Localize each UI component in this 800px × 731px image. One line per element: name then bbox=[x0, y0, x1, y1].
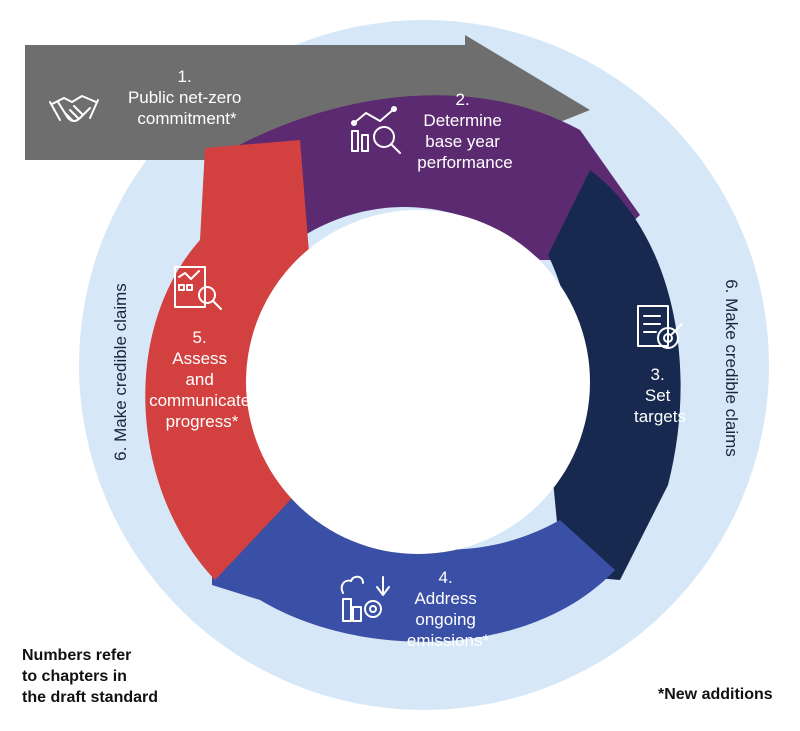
step-4-arrow bbox=[212, 495, 615, 642]
inner-hole bbox=[246, 210, 590, 554]
step-4-line: ongoing bbox=[415, 610, 476, 629]
step-1-label: 1. Public net-zero commitment* bbox=[128, 67, 246, 128]
step-3-label: 3. Set targets bbox=[634, 365, 686, 426]
footnote-line: Numbers refer bbox=[22, 647, 132, 664]
step-4-line: Address bbox=[414, 589, 476, 608]
step-1-line: commitment* bbox=[137, 109, 237, 128]
step-2-number: 2. bbox=[456, 90, 470, 109]
footnote-new-additions: *New additions bbox=[658, 686, 773, 703]
step-3-line: targets bbox=[634, 407, 686, 426]
magnifier-chart-icon bbox=[351, 106, 401, 154]
step-5-line: communicate bbox=[149, 391, 250, 410]
footnote-line: the draft standard bbox=[22, 689, 159, 706]
step-2-line: performance bbox=[417, 153, 512, 172]
footnote-chapters: Numbers refer to chapters in the draft s… bbox=[22, 645, 158, 708]
step-3-number: 3. bbox=[651, 365, 665, 384]
step-2-arrow bbox=[230, 95, 640, 260]
step-5-arrow bbox=[145, 140, 310, 580]
step-4-label: 4. Address ongoing emissions* bbox=[407, 568, 490, 650]
factory-gear-icon bbox=[340, 575, 390, 622]
handshake-icon bbox=[49, 95, 99, 122]
report-search-icon bbox=[174, 266, 222, 310]
step-2-line: base year bbox=[425, 132, 500, 151]
step-1-line: Public net-zero bbox=[128, 88, 241, 107]
checklist-target-icon bbox=[637, 305, 683, 349]
step-5-line: Assess bbox=[172, 349, 227, 368]
step-5-line: and bbox=[185, 370, 213, 389]
step-5-number: 5. bbox=[193, 328, 207, 347]
step-4-number: 4. bbox=[439, 568, 453, 587]
footnote-line: to chapters in bbox=[22, 668, 127, 685]
step-5-label: 5. Assess and communicate progress* bbox=[149, 328, 255, 431]
step-4-line: emissions* bbox=[407, 631, 490, 650]
step-5-line: progress* bbox=[166, 412, 239, 431]
step-3-arrow bbox=[548, 170, 681, 580]
step-1-number: 1. bbox=[178, 67, 192, 86]
claims-label-left: 6. Make credible claims bbox=[111, 283, 130, 461]
step-3-line: Set bbox=[645, 386, 671, 405]
step-2-label: 2. Determine base year performance bbox=[417, 90, 512, 172]
claims-label-right: 6. Make credible claims bbox=[722, 279, 741, 457]
step-2-line: Determine bbox=[423, 111, 501, 130]
